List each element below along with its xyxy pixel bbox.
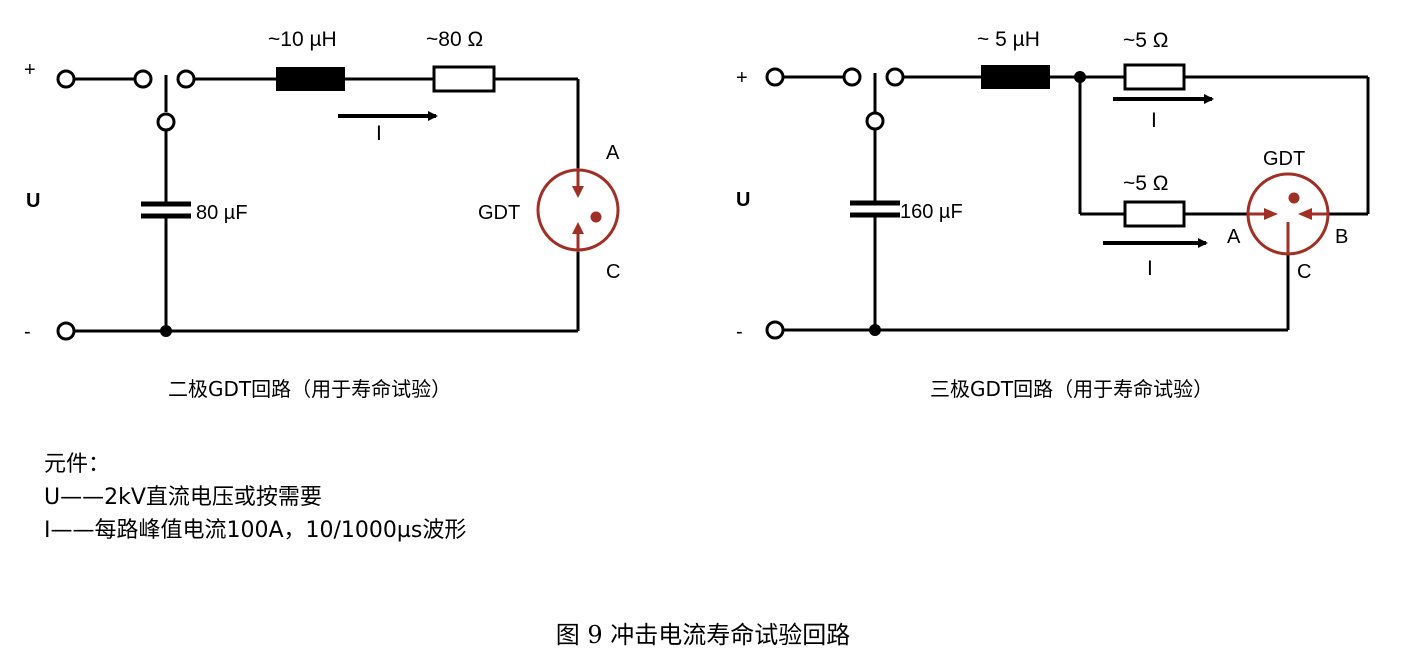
right-junction-dot-bottom <box>869 324 881 336</box>
right-switch-pivot <box>865 111 885 131</box>
three-pole-gdt-circuit: + - U ~ 5 µH ~5 Ω ~5 Ω 160 µF I I GDT A … <box>736 28 1370 401</box>
right-terminal-b: B <box>1335 226 1348 248</box>
legend-line-i: I——每路峰值电流100A，10/1000µs波形 <box>44 518 467 543</box>
legend-line-u: U——2kV直流电压或按需要 <box>44 485 322 510</box>
right-caption: 三极GDT回路（用于寿命试验） <box>930 377 1213 401</box>
left-junction-dot <box>160 325 172 337</box>
left-inductor-label: ~10 µH <box>268 28 337 51</box>
right-resistor-bottom-label: ~5 Ω <box>1123 172 1168 195</box>
left-terminal-c: C <box>606 261 620 283</box>
right-inductor <box>981 65 1050 89</box>
left-plus-label: + <box>24 59 36 81</box>
right-resistor-bottom <box>1123 200 1186 228</box>
left-caption: 二极GDT回路（用于寿命试验） <box>168 377 451 401</box>
right-source-label: U <box>736 189 750 211</box>
left-plus-terminal <box>56 69 76 89</box>
right-gdt-symbol <box>1246 172 1330 256</box>
right-capacitor <box>850 200 900 218</box>
left-terminal-a: A <box>606 142 620 164</box>
left-resistor-label: ~80 Ω <box>426 28 483 51</box>
left-capacitor-label: 80 µF <box>196 202 248 224</box>
right-gdt-label: GDT <box>1263 148 1305 170</box>
right-resistor-top-label: ~5 Ω <box>1123 29 1168 52</box>
right-current-bottom-label: I <box>1147 257 1153 280</box>
right-wires <box>783 73 1370 332</box>
two-pole-gdt-circuit: + - U ~10 µH ~80 Ω 80 µF I GDT A C 二极GDT… <box>24 28 620 401</box>
left-source-label: U <box>26 190 40 212</box>
left-resistor <box>432 65 496 93</box>
left-wires <box>74 75 580 333</box>
left-switch-contact-1 <box>133 69 153 89</box>
right-plus-terminal <box>765 67 785 87</box>
right-switch-contact-1 <box>842 67 862 87</box>
legend-heading: 元件： <box>44 452 111 477</box>
left-capacitor <box>141 201 191 219</box>
left-switch-pivot <box>156 112 176 132</box>
left-gdt-label: GDT <box>478 202 520 224</box>
left-gdt-symbol <box>536 168 620 252</box>
component-legend: 元件： U——2kV直流电压或按需要 I——每路峰值电流100A，10/1000… <box>44 448 466 547</box>
right-current-top-label: I <box>1151 109 1157 132</box>
left-current-label: I <box>376 122 382 145</box>
left-switch-contact-2 <box>176 69 196 89</box>
left-minus-label: - <box>24 321 31 343</box>
right-plus-label: + <box>736 67 748 89</box>
right-inductor-label: ~ 5 µH <box>977 28 1040 51</box>
right-junction-dot-top <box>1074 71 1086 83</box>
left-minus-terminal <box>56 321 76 341</box>
figure-title: 图 9 冲击电流寿命试验回路 <box>555 621 851 649</box>
left-inductor <box>276 67 345 91</box>
right-minus-label: - <box>736 321 743 343</box>
right-resistor-top <box>1123 63 1186 91</box>
right-capacitor-label: 160 µF <box>900 201 963 223</box>
right-minus-terminal <box>765 320 785 340</box>
right-terminal-a: A <box>1227 226 1241 248</box>
right-terminal-c: C <box>1297 261 1311 283</box>
right-switch-contact-2 <box>885 67 905 87</box>
